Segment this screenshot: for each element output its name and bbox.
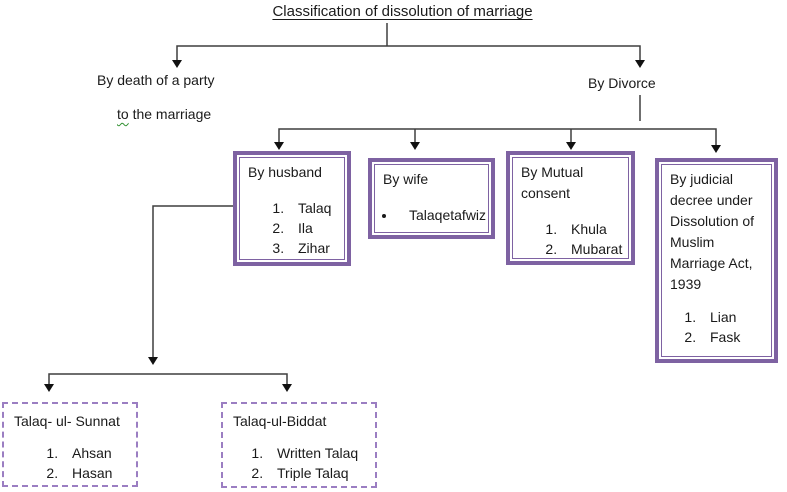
list-item: Mubarat [561, 239, 623, 258]
death-label-line2: to the marriage [97, 104, 267, 124]
box-judicial-decree-list: LianFask [670, 307, 766, 347]
box-judicial-decree-inner: By judicial decree under Dissolution of … [661, 164, 772, 357]
list-item: Ahsan [62, 443, 131, 463]
box-judicial-decree-heading: By judicial decree under Dissolution of … [670, 171, 755, 292]
box-by-wife-list: Talaqetafwiz [383, 205, 486, 225]
list-item: Lian [700, 307, 766, 327]
box-talaq-ul-sunnat-list: AhsanHasan [14, 443, 131, 483]
connector-paths [48, 23, 717, 384]
list-item: Fask [700, 327, 766, 347]
list-item: Triple Talaq [267, 463, 370, 483]
box-by-wife-heading: By wife [383, 171, 429, 187]
diagram-title: Classification of dissolution of marriag… [272, 3, 533, 20]
list-item: Talaq [288, 198, 339, 218]
death-label-line2-rest: the marriage [128, 106, 212, 122]
box-talaq-ul-biddat: Talaq-ul-Biddat Written TalaqTriple Tala… [221, 402, 377, 488]
box-mutual-consent-inner: By Mutual consent KhulaMubarat [512, 157, 629, 259]
list-item: Hasan [62, 463, 131, 483]
box-by-husband-heading: By husband [248, 164, 322, 180]
box-by-husband-list: TalaqIlaZihar [248, 198, 339, 258]
box-by-husband-inner: By husband TalaqIlaZihar [239, 157, 345, 260]
list-item: Ila [288, 218, 339, 238]
box-mutual-consent: By Mutual consent KhulaMubarat [506, 151, 635, 265]
list-item: Zihar [288, 238, 339, 258]
branch-divorce-label: By Divorce [588, 75, 656, 91]
list-item: Talaqetafwiz [397, 205, 486, 225]
box-talaq-ul-biddat-heading: Talaq-ul-Biddat [233, 413, 327, 429]
death-label-word-to: to [117, 106, 129, 122]
box-talaq-ul-sunnat-heading: Talaq- ul- Sunnat [14, 413, 120, 429]
arrowheads [44, 60, 721, 392]
box-by-wife-inner: By wife Talaqetafwiz [374, 164, 489, 233]
box-by-wife: By wife Talaqetafwiz [368, 158, 495, 239]
box-judicial-decree: By judicial decree under Dissolution of … [655, 158, 778, 363]
list-item: Khula [561, 219, 623, 239]
death-label-line1: By death of a party [97, 72, 215, 88]
box-mutual-consent-heading: By Mutual consent [521, 164, 584, 201]
box-by-husband: By husband TalaqIlaZihar [233, 151, 351, 266]
branch-death-label: By death of a party to the marriage [97, 70, 267, 124]
box-mutual-consent-list: KhulaMubarat [521, 219, 623, 258]
list-item: Written Talaq [267, 443, 370, 463]
box-talaq-ul-biddat-list: Written TalaqTriple Talaq [233, 443, 370, 483]
box-talaq-ul-sunnat: Talaq- ul- Sunnat AhsanHasan [2, 402, 138, 487]
